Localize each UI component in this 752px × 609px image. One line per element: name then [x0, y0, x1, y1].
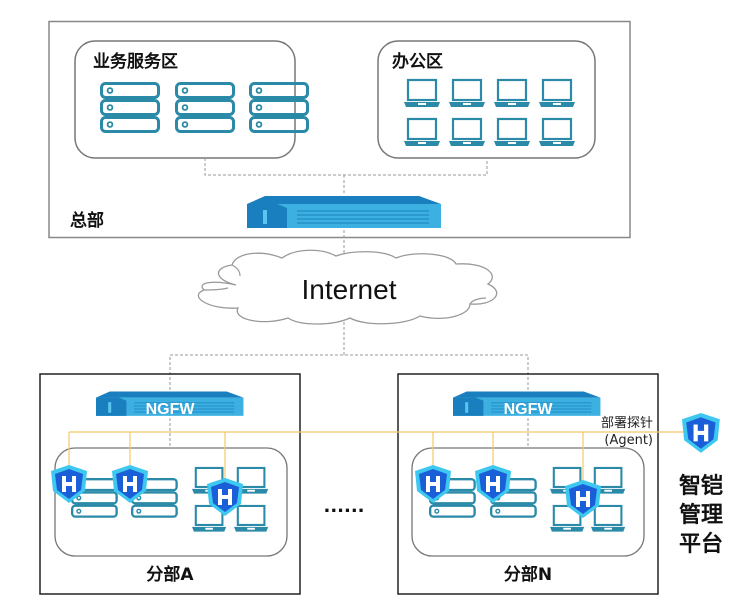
laptop-icon: [492, 117, 532, 148]
branch-n-label: 分部N: [504, 564, 552, 585]
laptop-icon: [492, 78, 532, 109]
branch-a-box: [39, 373, 301, 595]
agent-label-line2: (Agent): [604, 433, 653, 448]
server-icon: [100, 82, 160, 133]
laptop-icon: [447, 117, 487, 148]
laptop-icon: [232, 504, 270, 533]
laptop-icon: [537, 78, 577, 109]
internet-label: Internet: [302, 274, 397, 305]
office-zone-label: 办公区: [392, 51, 443, 72]
agent-label-line1: 部署探针: [601, 416, 653, 431]
wan-links: [169, 322, 529, 410]
laptop-icon: [402, 78, 442, 109]
platform-label-line3: 平台: [679, 531, 723, 557]
laptop-icon: [402, 117, 442, 148]
platform-label-line2: 管理: [679, 502, 723, 528]
laptop-icon: [537, 117, 577, 148]
platform-shield-icon: [682, 413, 720, 453]
branch-a-firewall-label: NGFW: [146, 401, 196, 418]
agent-shield-icon: [51, 465, 87, 503]
agent-shield-icon: [475, 465, 511, 503]
branch-n-zone: [411, 447, 645, 557]
internet-cloud-icon: [197, 249, 498, 325]
hq-firewall-icon: [246, 195, 442, 229]
server-icon: [249, 82, 309, 133]
branch-n-box: [397, 373, 659, 595]
hq-label: 总部: [70, 210, 104, 231]
hq-box: [48, 20, 631, 239]
laptop-icon: [589, 504, 627, 533]
branch-a-zone: [54, 447, 288, 557]
ellipsis: ......: [323, 496, 364, 517]
business-zone-label: 业务服务区: [93, 51, 178, 72]
agent-shield-icon: [415, 465, 451, 503]
server-icon: [175, 82, 235, 133]
laptop-icon: [447, 78, 487, 109]
platform-label-line1: 智铠: [679, 473, 723, 499]
branch-n-firewall-label: NGFW: [504, 401, 554, 418]
agent-links: [68, 431, 683, 488]
branch-a-label: 分部A: [146, 564, 194, 585]
